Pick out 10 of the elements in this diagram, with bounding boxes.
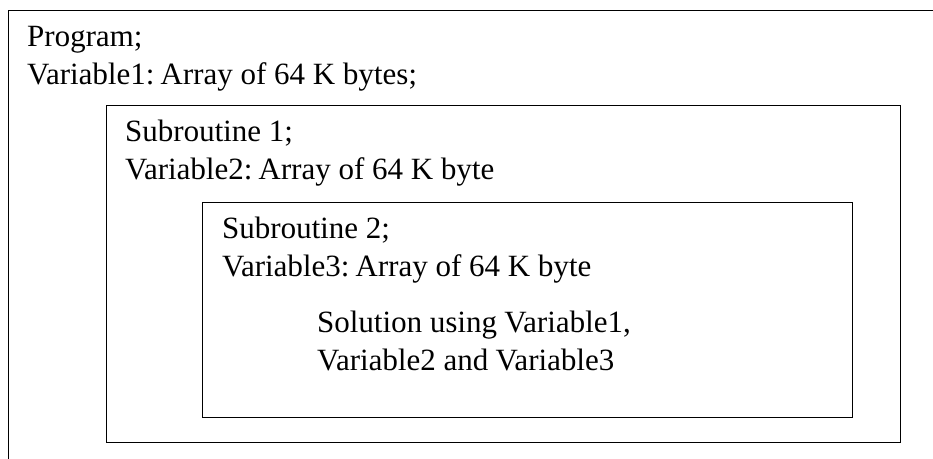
code-text: Variable1: Array of 64 K bytes; bbox=[27, 55, 417, 93]
code-text: Subroutine 2; bbox=[222, 209, 390, 247]
scope-box bbox=[106, 105, 901, 443]
code-text: Program; bbox=[27, 17, 142, 55]
code-text: Solution using Variable1, Variable2 and Variable3 bbox=[317, 303, 632, 379]
code-text: Variable3: Array of 64 K byte bbox=[222, 247, 592, 285]
scope-box bbox=[202, 202, 853, 418]
scope-box bbox=[8, 10, 933, 459]
code-text: Variable2: Array of 64 K byte bbox=[125, 150, 494, 188]
code-text: Subroutine 1; bbox=[125, 112, 293, 150]
